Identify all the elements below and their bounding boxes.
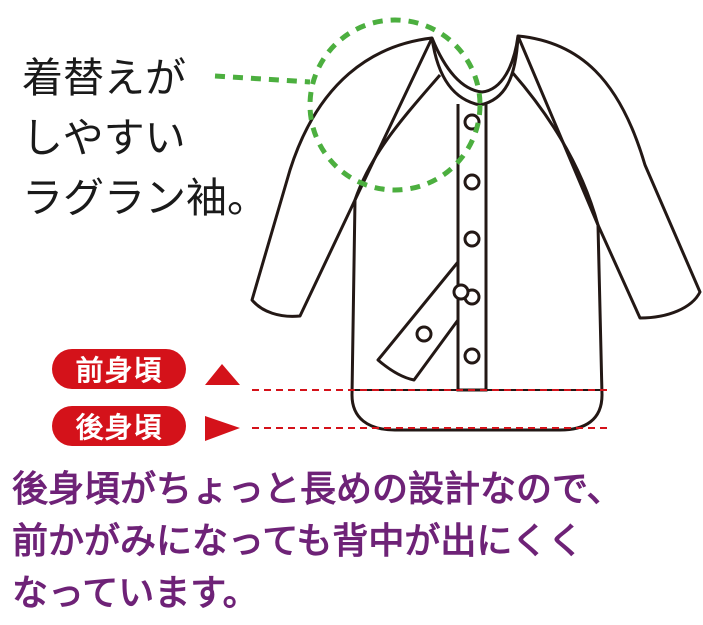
raglan-sleeve-callout: 着替えが しやすい ラグラン袖。 bbox=[22, 48, 268, 228]
callout-line-2: しやすい bbox=[22, 114, 186, 162]
back-body-label: 後身頃 bbox=[52, 406, 186, 446]
open-flap bbox=[376, 260, 460, 382]
note-line-3: なっています。 bbox=[12, 573, 259, 614]
button-2 bbox=[463, 173, 481, 191]
note-line-1: 後身頃がちょっと長めの設計なので、 bbox=[12, 469, 623, 510]
left-sleeve bbox=[250, 36, 433, 318]
button-3 bbox=[463, 230, 481, 248]
front-arrow-icon bbox=[205, 364, 240, 385]
button-5 bbox=[463, 347, 481, 365]
design-note: 後身頃がちょっと長めの設計なので、 前かがみになっても背中が出にくく なっていま… bbox=[12, 464, 697, 620]
front-body-label: 前身頃 bbox=[52, 349, 186, 389]
buttons bbox=[415, 113, 481, 365]
callout-leader bbox=[214, 73, 311, 85]
flap-button-2 bbox=[415, 325, 433, 343]
right-sleeve bbox=[517, 34, 702, 320]
callout-line-3: ラグラン袖。 bbox=[22, 174, 268, 222]
sleeve-highlight-circle bbox=[307, 17, 483, 193]
note-line-2: 前かがみになっても背中が出にくく bbox=[12, 521, 584, 562]
raglan-seam-right bbox=[510, 71, 600, 226]
flap-button-1 bbox=[452, 283, 470, 301]
callout-line-1: 着替えが bbox=[22, 54, 186, 102]
back-arrow-icon bbox=[205, 416, 240, 441]
neckline bbox=[430, 35, 520, 94]
